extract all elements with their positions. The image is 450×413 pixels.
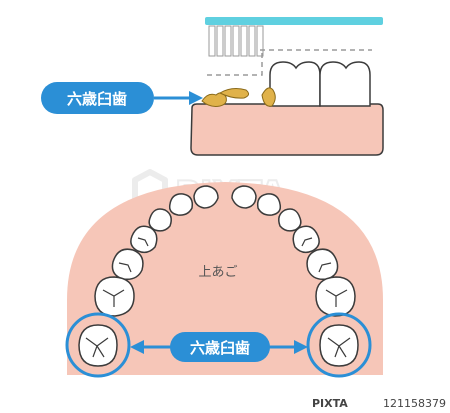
watermark-id-bg — [306, 392, 450, 413]
first-molar-left — [65, 312, 131, 378]
tooth-grooves — [102, 237, 348, 307]
molar-label-pill — [170, 332, 270, 362]
molar-label-text: 六歳臼歯 — [190, 339, 250, 357]
toothbrush-bristles — [208, 25, 264, 57]
gum-side — [190, 103, 384, 156]
toothbrush-handle — [205, 17, 383, 25]
watermark-id-logo: PIXTA — [312, 397, 348, 410]
watermark-id-text: 121158379 — [383, 397, 446, 410]
palate-label: 上あご — [198, 264, 237, 280]
side-view: 六歳臼歯 — [41, 17, 384, 156]
side-label-pill — [41, 82, 154, 114]
first-molar-right — [306, 312, 372, 378]
side-molars — [269, 61, 371, 107]
plaque-deposits — [201, 87, 276, 107]
side-label-text: 六歳臼歯 — [67, 90, 127, 108]
side-arrow — [154, 91, 203, 105]
dashed-guide — [207, 49, 372, 76]
arch-view: 上あご 六歳臼歯 — [65, 182, 383, 378]
